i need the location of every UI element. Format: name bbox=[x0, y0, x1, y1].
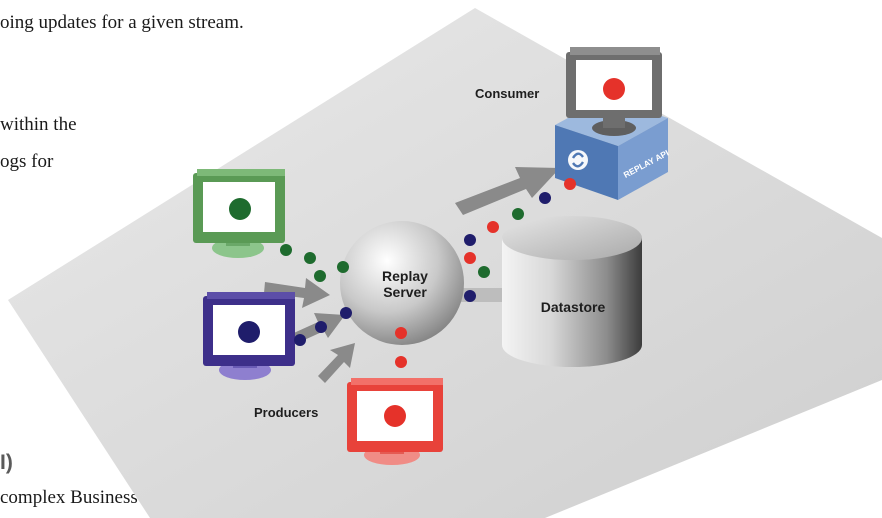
flow-dots-to-consumer bbox=[464, 178, 576, 246]
server-label-line1: Replay bbox=[382, 268, 428, 284]
consumer-label: Consumer bbox=[475, 86, 539, 101]
flow-dots-green bbox=[280, 244, 349, 282]
server-label-line2: Server bbox=[383, 284, 427, 300]
text-line-within: within the bbox=[0, 114, 77, 135]
text-line-business: complex Business bbox=[0, 487, 138, 508]
arrow-green-producer bbox=[264, 278, 330, 308]
replay-server-sphere bbox=[340, 221, 464, 345]
producer-monitor-red bbox=[347, 378, 443, 465]
section-heading-fragment: I) bbox=[0, 451, 13, 474]
arrow-red-producer bbox=[318, 343, 355, 383]
replay-api-logo-icon bbox=[568, 150, 588, 170]
text-line-streams: oing updates for a given stream. bbox=[0, 12, 244, 33]
producer-monitor-green bbox=[193, 169, 285, 258]
flow-dots-navy bbox=[294, 307, 352, 346]
flow-dots-red bbox=[395, 327, 407, 368]
arrow-to-consumer bbox=[455, 167, 560, 215]
producer-monitor-purple bbox=[203, 292, 295, 380]
producers-label: Producers bbox=[254, 405, 318, 420]
text-line-logs: ogs for bbox=[0, 151, 54, 172]
consumer-monitor bbox=[566, 47, 662, 136]
flow-dots-to-datastore bbox=[464, 252, 490, 302]
datastore-label: Datastore bbox=[541, 299, 606, 315]
datastore-cylinder bbox=[502, 216, 642, 367]
